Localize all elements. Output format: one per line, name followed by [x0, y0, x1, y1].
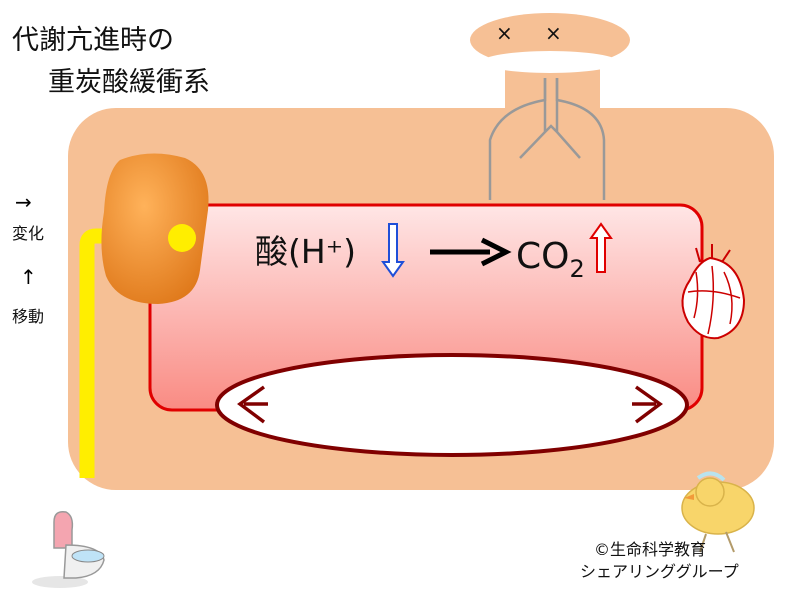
co2-text: CO — [516, 236, 569, 277]
co2-subscript: 2 — [569, 255, 584, 283]
acid-down-arrow — [381, 223, 405, 278]
ureter-tube — [79, 228, 182, 478]
capillary-left-chevron — [237, 385, 268, 424]
acid-label: 酸(H⁺) — [255, 232, 356, 271]
change-legend-label: 変化 — [12, 224, 45, 243]
move-arrow-icon: ↑ — [20, 265, 37, 289]
head-and-lungs — [470, 13, 630, 200]
kidney-icon — [101, 153, 209, 304]
change-arrow-icon: → — [15, 190, 32, 214]
right-eye-icon: × — [545, 21, 562, 45]
left-eye-icon: × — [496, 21, 513, 45]
co2-label: CO2 — [516, 236, 585, 283]
capillary-right-chevron — [632, 385, 663, 424]
reaction-arrowhead — [480, 237, 512, 267]
toilet-icon — [32, 510, 105, 588]
move-legend-label: 移動 — [12, 307, 45, 326]
title-line-1: 代謝亢進時の — [12, 25, 174, 56]
co2-up-arrow — [589, 222, 613, 273]
title-line-2: 重炭酸緩衝系 — [48, 67, 210, 98]
chick-icon — [681, 471, 755, 553]
lung-outline — [488, 78, 606, 200]
credit-line-2: シェアリンググループ — [580, 562, 739, 581]
capillary-loop — [215, 353, 689, 457]
trachea-bronchi — [519, 78, 581, 159]
heart-icon — [681, 244, 746, 340]
mouth-opening — [482, 51, 618, 73]
credit-line-1: ©生命科学教育 — [594, 540, 707, 559]
